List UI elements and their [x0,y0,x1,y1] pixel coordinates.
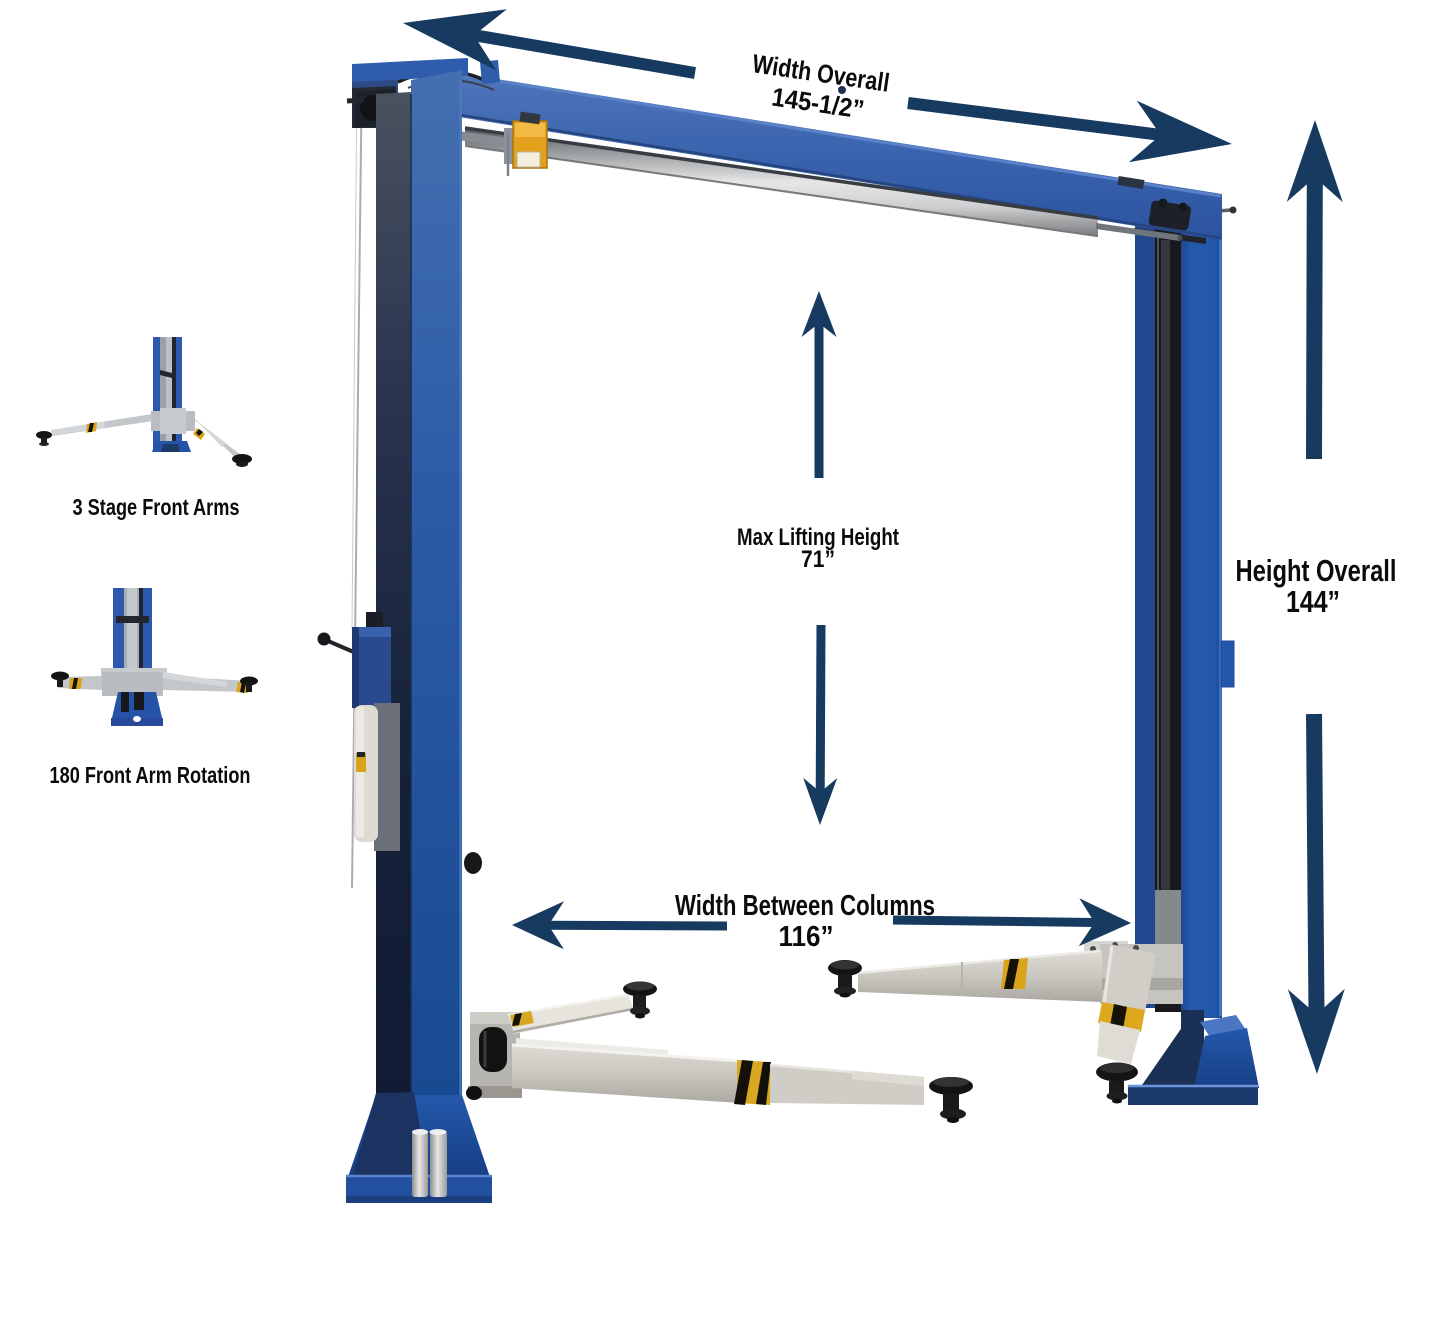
svg-text:Max Lifting Height: Max Lifting Height [737,524,899,551]
svg-text:180 Front Arm Rotation: 180 Front Arm Rotation [50,762,251,788]
svg-text:116”: 116” [779,921,834,953]
svg-text:144”: 144” [1286,584,1340,619]
svg-text:3 Stage Front Arms: 3 Stage Front Arms [73,494,240,520]
svg-text:71”: 71” [801,546,835,573]
svg-text:Height Overall: Height Overall [1236,553,1397,588]
svg-text:Width Between Columns: Width Between Columns [675,890,935,922]
